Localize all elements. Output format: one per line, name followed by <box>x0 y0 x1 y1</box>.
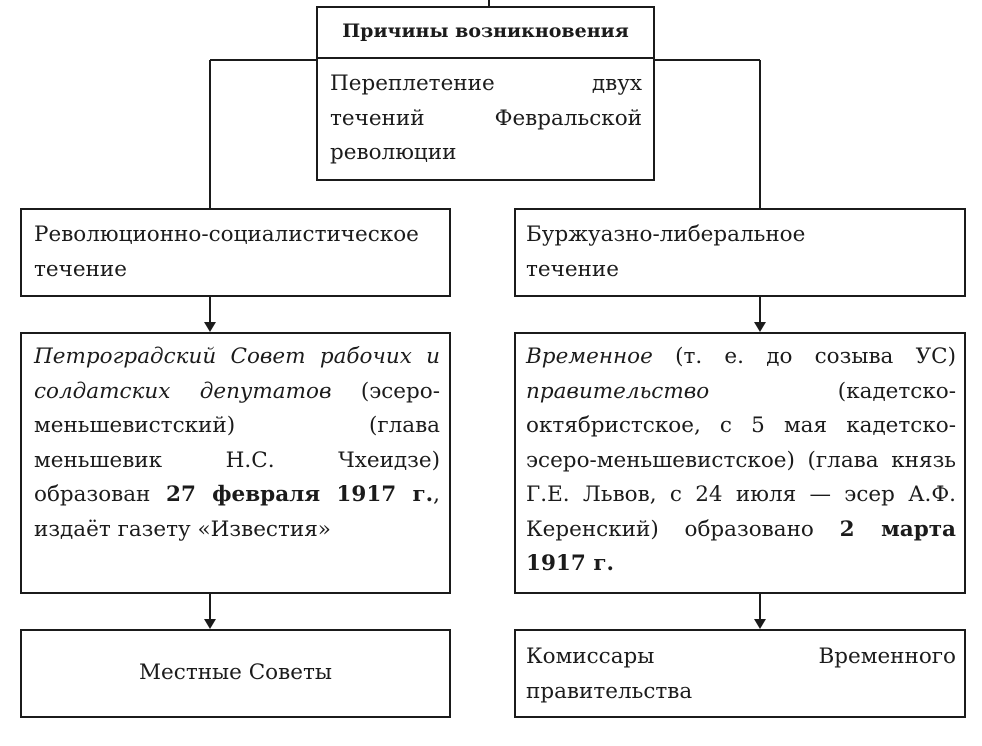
left-current-text: Революционно-социалистическое течение <box>34 222 419 282</box>
causes-divider <box>316 57 655 59</box>
petrograd-soviet-name: Петроградский Совет рабочих и солдатских… <box>34 344 440 404</box>
provisional-government-text: Временное (т. е. до созыва УС) правитель… <box>526 340 956 582</box>
petrograd-soviet-box <box>20 332 451 594</box>
petrograd-soviet-details: (эсеро-меньшевистский) (глава меньшевик … <box>34 378 440 508</box>
provisional-government-name-2: правительство <box>526 378 710 404</box>
right-current-box <box>514 208 966 297</box>
provisional-government-date: 2 марта 1917 г. <box>526 516 956 577</box>
causes-box <box>316 6 655 181</box>
government-commissars-text: Комиссары Временного правительства <box>526 644 956 704</box>
right-current-text: Буржуазно-либеральное течение <box>526 222 806 282</box>
local-soviets-box <box>20 629 451 718</box>
provisional-government-note: (т. е. до созыва УС) <box>652 344 956 369</box>
causes-text: Переплетение двух течений Февральской ре… <box>330 71 642 165</box>
provisional-government-box <box>514 332 966 594</box>
left-current-box <box>20 208 451 297</box>
provisional-government-details: (кадетско-октябристское, с 5 мая кадетск… <box>526 378 956 542</box>
government-commissars-box <box>514 629 966 718</box>
causes-header: Причины возникновения <box>342 20 629 42</box>
local-soviets-text: Местные Советы <box>139 660 332 685</box>
provisional-government-name-1: Временное <box>526 344 653 369</box>
petrograd-soviet-text: Петроградский Совет рабочих и солдатских… <box>34 340 440 547</box>
petrograd-soviet-newspaper: , издаёт газету «Известия» <box>34 482 440 542</box>
petrograd-soviet-date: 27 февраля 1917 г. <box>165 482 434 507</box>
